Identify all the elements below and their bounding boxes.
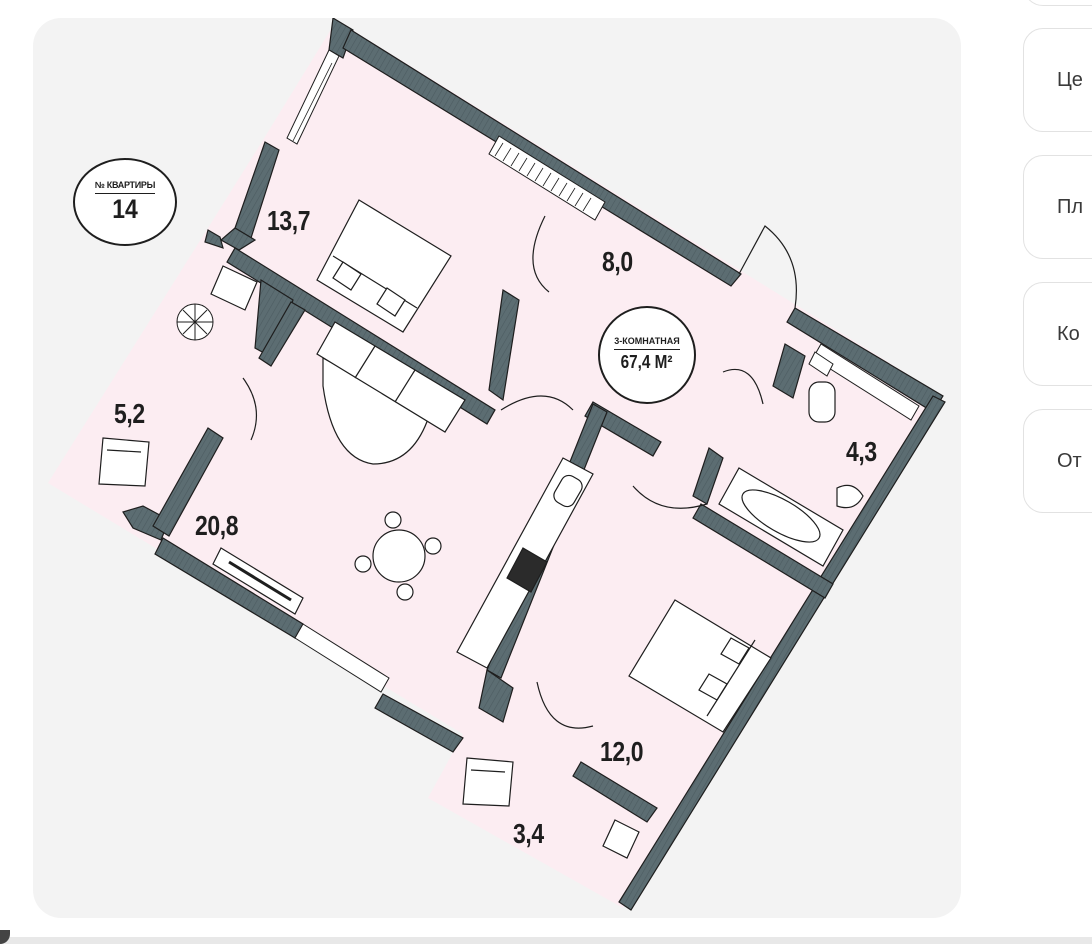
nightstand bbox=[210, 265, 258, 311]
floor-plan-drawing bbox=[48, 18, 946, 911]
floor-plan-card: № КВАРТИРЫ 14 3-КОМНАТНАЯ 67,4 М² 13,7 8… bbox=[33, 18, 961, 918]
kitchen-counter bbox=[456, 457, 594, 669]
bed-bottom bbox=[628, 599, 772, 733]
bathroom-vent bbox=[808, 343, 920, 421]
apartment-number: 14 bbox=[112, 194, 138, 224]
total-area-badge: 3-КОМНАТНАЯ 67,4 М² bbox=[598, 306, 696, 404]
tv-unit bbox=[212, 547, 304, 615]
room-area-living-kitchen: 20,8 bbox=[195, 510, 239, 541]
window-top bbox=[286, 49, 340, 145]
side-tab-price[interactable]: Це bbox=[1023, 28, 1092, 132]
armchair-left bbox=[98, 437, 150, 487]
window-bottom bbox=[294, 623, 390, 693]
side-tab-layout[interactable]: Пл bbox=[1023, 155, 1092, 259]
bed-top bbox=[316, 199, 452, 333]
room-area-hallway: 8,0 bbox=[602, 246, 633, 277]
room-area-balcony-left: 5,2 bbox=[114, 398, 145, 429]
apartment-number-badge: № КВАРТИРЫ 14 bbox=[73, 158, 177, 246]
room-area-bathroom: 4,3 bbox=[846, 436, 877, 467]
apartment-type: 3-КОМНАТНАЯ bbox=[614, 336, 680, 350]
side-tab-rooms[interactable]: Ко bbox=[1023, 282, 1092, 386]
radiator bbox=[488, 135, 606, 221]
room-area-bedroom-top: 13,7 bbox=[267, 205, 311, 236]
apartment-number-caption: № КВАРТИРЫ bbox=[94, 180, 155, 194]
sofa bbox=[316, 321, 466, 465]
side-tab-top[interactable] bbox=[1023, 0, 1092, 6]
plant bbox=[176, 303, 214, 341]
armchair-bottom bbox=[462, 757, 514, 807]
bathroom-fixtures bbox=[718, 381, 864, 567]
outer-walls bbox=[122, 18, 946, 911]
total-area: 67,4 М² bbox=[621, 352, 673, 372]
door-swings bbox=[242, 215, 797, 729]
bottom-corner bbox=[0, 930, 10, 944]
bottom-panel-edge bbox=[0, 937, 1092, 944]
dining-table bbox=[354, 511, 442, 601]
side-table bbox=[602, 819, 640, 859]
side-tab-finish[interactable]: От bbox=[1023, 409, 1092, 513]
room-area-balcony-bottom: 3,4 bbox=[513, 818, 544, 849]
room-area-bedroom-bottom: 12,0 bbox=[600, 736, 644, 767]
